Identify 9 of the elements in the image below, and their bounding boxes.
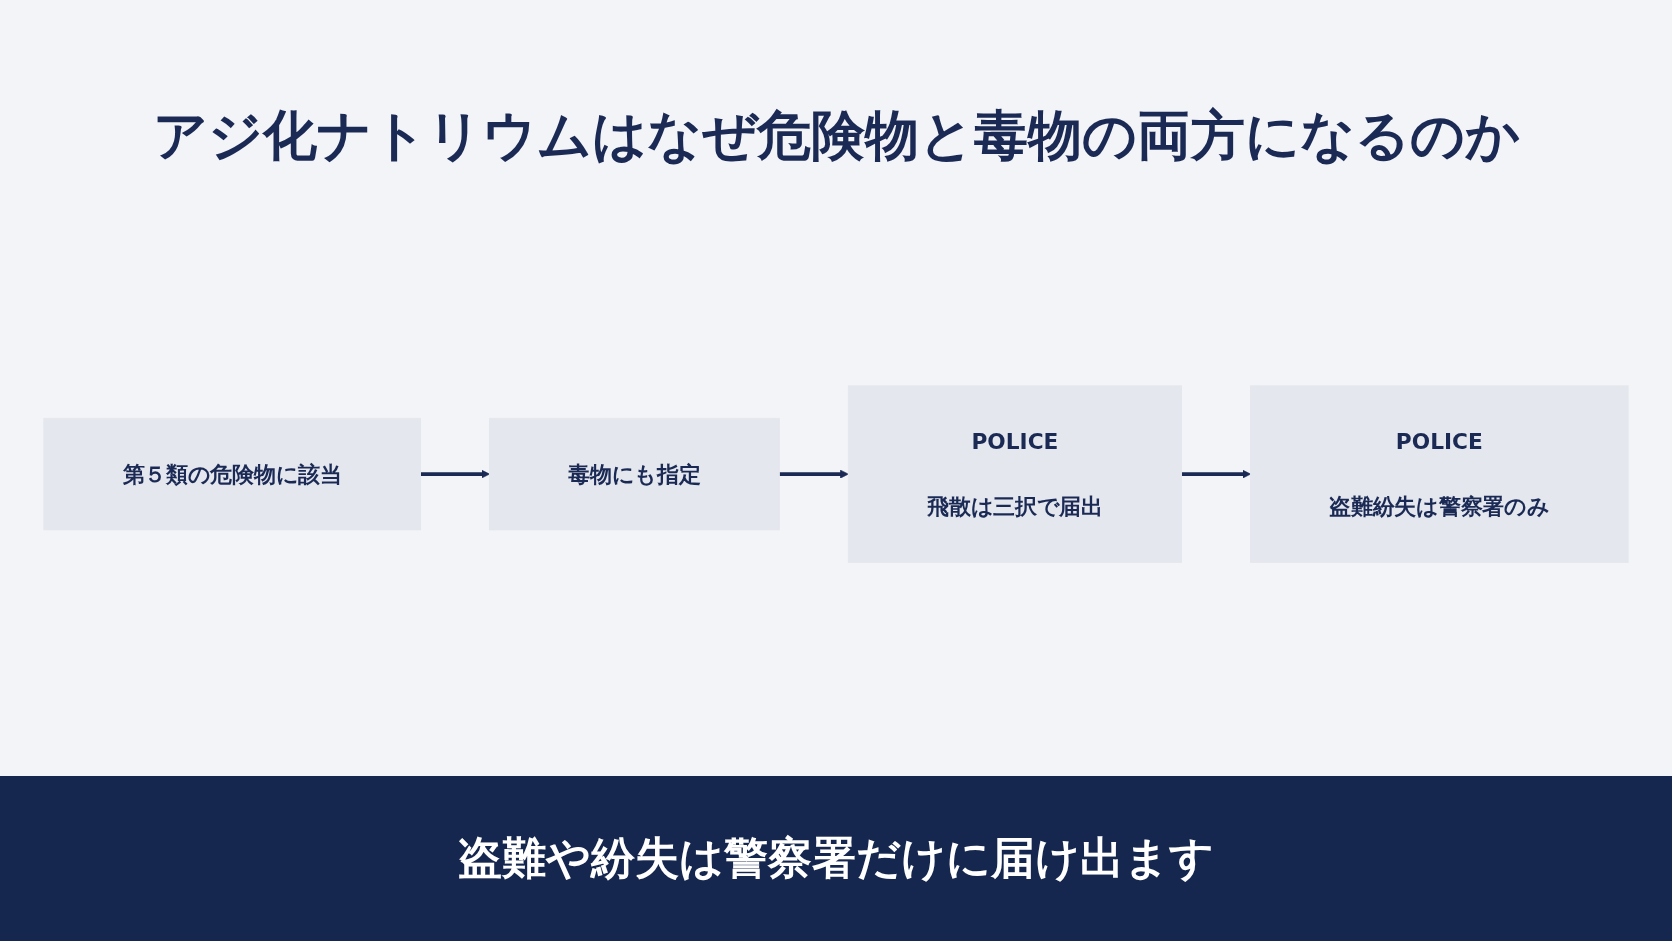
arrow (1181, 470, 1251, 479)
node-box: POLICE 盗難紛失は警察署のみ (1250, 385, 1629, 564)
arrow (779, 470, 849, 479)
title: アジ化ナトリウムはなぜ危険物と毒物の両方になるのか (152, 103, 1520, 169)
node-box: 第５類の危険物に該当 (43, 418, 421, 531)
arrow (420, 470, 490, 479)
caption-banner: 盗難や紛失は警察署だけに届け出ます (0, 776, 1672, 941)
node-box: POLICE 飛散は三択で届出 (847, 385, 1183, 564)
node-box: 毒物にも指定 (489, 418, 780, 531)
